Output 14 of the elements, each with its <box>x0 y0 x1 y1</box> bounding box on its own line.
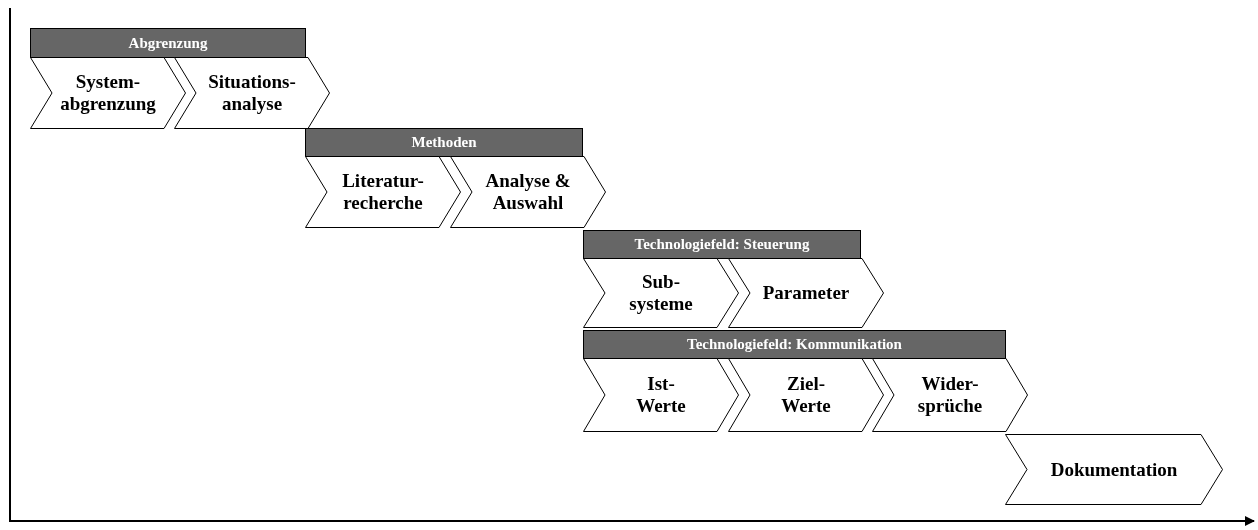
phase-header-bar: Methoden <box>305 128 583 157</box>
process-step: Literatur- recherche <box>305 156 461 228</box>
process-step: Ist- Werte <box>583 358 739 432</box>
process-step: Analyse & Auswahl <box>450 156 606 228</box>
process-step: Parameter <box>728 258 884 328</box>
process-step: Situations- analyse <box>174 57 330 129</box>
process-step: Dokumentation <box>1005 434 1223 505</box>
process-step: Wider- sprüche <box>872 358 1028 432</box>
phase-header-bar: Technologiefeld: Kommunikation <box>583 330 1006 359</box>
phase-header-bar: Technologiefeld: Steuerung <box>583 230 861 259</box>
process-step: Sub- systeme <box>583 258 739 328</box>
process-step: Ziel- Werte <box>728 358 884 432</box>
process-step: System- abgrenzung <box>30 57 186 129</box>
phase-header-bar: Abgrenzung <box>30 28 306 58</box>
